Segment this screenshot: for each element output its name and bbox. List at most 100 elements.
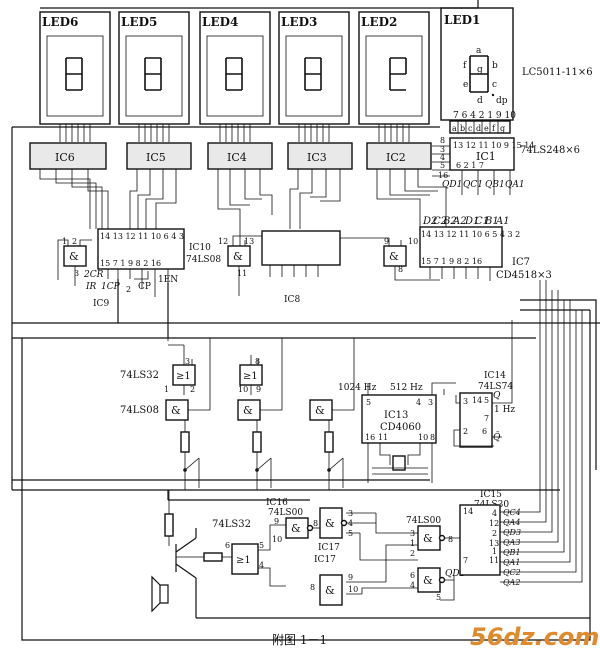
led5-label: LED5 [121,15,157,29]
ic17-pin-5: 5 [348,529,353,538]
ic17-symbol-1: & [325,517,335,530]
ic7-part-label: CD4518×3 [496,270,552,281]
ic15-pin-12: 12 [489,519,499,528]
nand-pair-pin-5: 5 [436,593,441,602]
osc-pin-16: 16 [365,433,375,442]
ic7-in-b1: B1 [484,216,499,227]
or2-symbol: ≥1 [243,371,258,382]
ic1-pin-4: 4 [440,153,445,162]
ic15-qa4: QA4 [503,518,520,527]
ic4-decoder: IC4 [207,142,273,170]
ic1-out-qa1: QA1 [505,180,525,190]
led5-display: LED5 [118,11,190,125]
and-a-symbol: & [171,404,181,417]
ic13-part-label: CD4060 [380,422,421,433]
decoder-part-label: 74LS248×6 [520,145,580,156]
ic17-symbol-2: & [325,584,335,597]
seg-a-label: a [476,46,482,56]
ic2-label: IC2 [386,151,406,164]
ic15-qc4: QC4 [503,508,521,517]
nand-pair-qd1: QD1 [445,569,465,579]
ic8-pin-9: 9 [384,237,389,246]
led-pin-d: d [476,124,481,133]
ic9-2cr: 2CR [83,270,104,280]
ic7-in-a2: A2 [452,216,467,227]
ic15-nand8: IC15 74LS30 14 4 12 2 13 1 11 7 QC4 QA4 … [440,280,583,601]
ic15-pin-4: 4 [492,509,497,518]
led-pin-a: a [452,124,457,133]
or2-pin-10: 10 [238,385,248,394]
ic14-flipflop: IC14 74LS74 3 14 5 7 2 6 Q Q̄ 1 Hz [453,320,515,448]
osc-1024hz-label: 1024 Hz [338,383,377,393]
left-and-symbol: & [69,250,79,263]
ic6-decoder: IC6 [29,142,107,170]
alarm-or-pin-6: 6 [225,541,230,550]
ic15-pin-1: 1 [492,547,497,556]
ic9-2: 2 [126,285,131,294]
ic16-pin-8: 8 [313,519,318,528]
led6-label: LED6 [42,15,78,29]
osc-pin-3: 3 [428,398,433,407]
left-and-pin-1: 1 [62,237,67,246]
alarm-or-symbol: ≥1 [236,555,251,566]
ic15-pin-13: 13 [489,539,499,548]
ic14-1hz-output: 1 Hz [494,405,515,415]
watermark-logo: 56dz.com [470,623,599,651]
bottom-rails [167,490,590,619]
ic10-part-label: 74LS08 [186,255,221,265]
ic13-oscillator: 1024 Hz 512 Hz 5 4 3 IC13 CD4060 16 11 1… [338,382,456,483]
nand-pair-symbol-1: & [423,532,433,545]
ic7-pins-bottom: 15 7 1 9 8 2 16 [421,257,482,266]
ic-nand-pair: 74LS00 & & QD1 3 1 2 8 6 4 5 [359,513,465,602]
ic15-qa3: QA3 [503,538,520,547]
ic7-in-c2: C2 [433,216,447,227]
figure-caption: 附图 1－1 [272,633,327,647]
ic10-label: IC10 [189,243,211,253]
led1-display: LED1 a b c d f g e dp 7 6 4 2 1 9 10 [440,7,516,121]
and-c-symbol: & [315,404,325,417]
left-and-gate: & 1 2 3 [57,237,92,286]
ic14-label: IC14 [484,371,506,381]
ic16-pin-10: 10 [272,535,282,544]
and-b-symbol: & [243,404,253,417]
ic9-cp: CP [138,282,151,292]
ic7-pins-top: 14 13 12 11 10 6 5 4 3 2 [421,230,520,239]
ic16-part-label: 74LS00 [268,508,303,518]
ic14-q: Q [493,391,501,401]
alarm-or-pin-5: 5 [259,541,264,550]
ic5-label: IC5 [146,151,166,164]
ic1-pins-top: 13 12 11 10 9 15 14 [453,141,534,150]
nand-pair-part-label: 74LS00 [406,516,441,526]
ic9-ir: IR [85,282,97,292]
ic16-nand: IC16 74LS00 & 9 10 8 [266,498,320,544]
nand-pair-pin-1: 1 [410,539,415,548]
seg-e-label: e [463,80,468,90]
osc-512hz-label: 512 Hz [390,383,423,393]
ic14-part-label: 74LS74 [478,382,513,392]
ic15-pin-11: 11 [489,556,499,565]
led2-display: LED2 [358,11,430,125]
led-pin-e: e [484,124,489,133]
decoder-to-counter-wires [39,169,511,249]
ic7-in-b2: B2 [442,216,457,227]
osc-pin-10: 10 [418,433,428,442]
decoders: IC6 IC5 IC4 IC3 IC2 13 12 11 10 9 15 14 … [29,136,580,190]
ic1-out-qc1: QC1 [463,180,483,190]
ic14-pin-3: 3 [463,397,468,406]
ic3-label: IC3 [307,151,327,164]
led1-pin-numbers: 7 6 4 2 1 9 10 [453,111,516,121]
led-pin-g: g [500,124,505,133]
ic3-decoder: IC3 [287,142,353,170]
and-part-label: 74LS08 [120,405,159,416]
ic8-pin-10: 10 [408,237,418,246]
ic10-pins-bottom: 15 7 1 9 8 2 16 [100,259,161,268]
left-and-pin-3: 3 [74,269,79,278]
led-part-label: LC5011-11×6 [522,67,593,78]
ic14-pin-6: 6 [482,427,487,436]
or2-pin-9: 9 [256,385,261,394]
ic7-label: IC7 [512,257,530,268]
or1-pin-2: 2 [190,385,195,394]
ic15-pin-7: 7 [463,556,468,565]
led-pin-b: b [460,124,465,133]
set-buttons: & & & [12,338,430,490]
